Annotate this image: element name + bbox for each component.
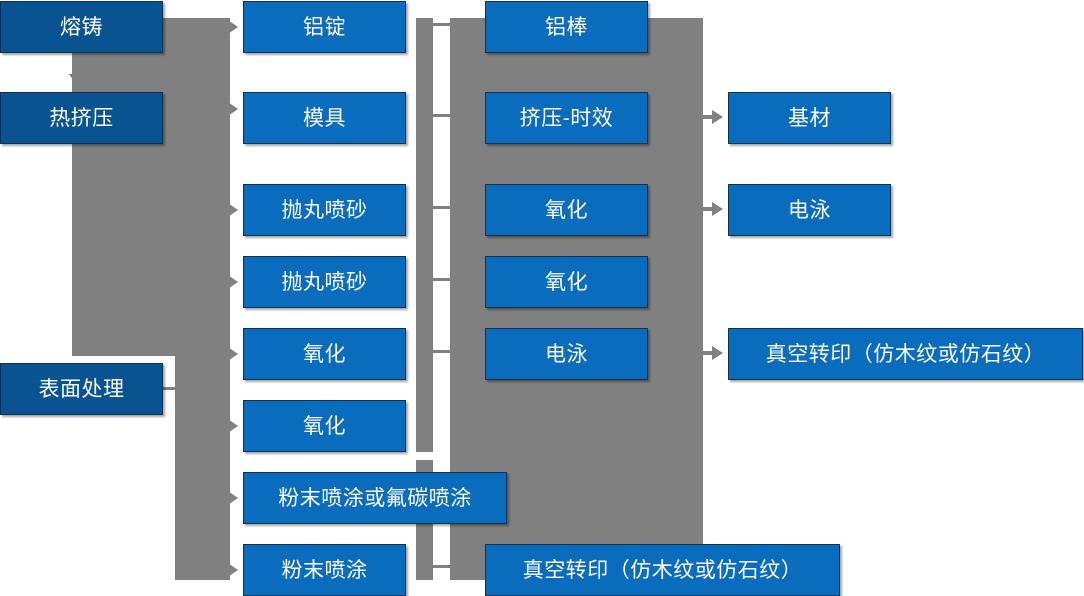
connector-band-mid-narrow (416, 18, 433, 580)
arrow-right-icon-to-base-material (712, 110, 723, 124)
node-aluminum-ingot[interactable]: 铝锭 (243, 1, 406, 53)
connector-band-left-narrow (175, 356, 230, 580)
connector-stem-surface-treatment (163, 387, 187, 390)
node-label: 电泳 (545, 342, 588, 366)
arrow-stem-to-vacuum-transfer-right (703, 351, 715, 355)
node-label: 熔铸 (60, 15, 103, 39)
node-aluminum-bar[interactable]: 铝棒 (485, 1, 648, 53)
node-shot-blasting-2[interactable]: 抛丸喷砂 (243, 256, 406, 308)
node-label: 挤压-时效 (519, 106, 614, 130)
node-extrusion-aging[interactable]: 挤压-时效 (485, 92, 648, 144)
arrow-right-icon-to-powder-or-fluorocarbon (225, 489, 238, 507)
node-label: 氧化 (303, 342, 346, 366)
node-oxidation-1[interactable]: 氧化 (243, 328, 406, 380)
node-electrophoresis-1[interactable]: 电泳 (485, 328, 648, 380)
node-label: 粉末喷涂或氟碳喷涂 (278, 486, 472, 510)
arrow-right-icon-to-aluminum-ingot (225, 18, 238, 36)
node-label: 真空转印（仿木纹或仿石纹） (765, 342, 1046, 366)
node-label: 电泳 (788, 198, 831, 222)
node-vacuum-transfer-bottom[interactable]: 真空转印（仿木纹或仿石纹） (485, 544, 840, 596)
node-vacuum-transfer-right[interactable]: 真空转印（仿木纹或仿石纹） (728, 328, 1083, 380)
arrow-right-icon-to-oxidation-2 (225, 417, 238, 435)
node-oxidation-2[interactable]: 氧化 (243, 400, 406, 452)
connector-tick-6 (433, 565, 453, 568)
node-oxidation-4[interactable]: 氧化 (485, 256, 648, 308)
node-label: 氧化 (545, 198, 588, 222)
node-electrophoresis-2[interactable]: 电泳 (728, 184, 891, 236)
connector-tick-3 (433, 206, 453, 209)
node-base-material[interactable]: 基材 (728, 92, 891, 144)
node-mold[interactable]: 模具 (243, 92, 406, 144)
node-powder-or-fluorocarbon-coating[interactable]: 粉末喷涂或氟碳喷涂 (243, 472, 507, 524)
node-label: 氧化 (303, 414, 346, 438)
node-label: 铝棒 (545, 15, 588, 39)
arrow-stem-to-electrophoresis-2 (703, 207, 715, 211)
node-label: 基材 (788, 106, 831, 130)
node-label: 氧化 (545, 270, 588, 294)
arrow-right-icon-to-oxidation-1 (225, 345, 238, 363)
arrow-right-icon-to-shot-blasting-1 (225, 201, 238, 219)
arrow-right-icon-to-powder-coating (225, 561, 238, 579)
node-melt-cast[interactable]: 熔铸 (0, 1, 163, 53)
node-label: 真空转印（仿木纹或仿石纹） (522, 558, 803, 582)
arrow-right-icon-to-mold (225, 100, 238, 118)
arrow-right-icon-to-electrophoresis-2 (712, 202, 723, 216)
node-label: 模具 (303, 106, 346, 130)
node-label: 热挤压 (49, 106, 114, 130)
connector-tick-1 (433, 23, 453, 26)
arrow-right-icon-to-vacuum-transfer-right (712, 346, 723, 360)
band-gap-mid (416, 452, 433, 460)
arrow-down-icon-melt-to-extrusion (69, 74, 87, 87)
node-powder-coating[interactable]: 粉末喷涂 (243, 544, 406, 596)
node-label: 抛丸喷砂 (281, 198, 368, 222)
node-label: 粉末喷涂 (281, 558, 368, 582)
connector-band-left-wide (72, 18, 230, 356)
node-label: 表面处理 (38, 377, 125, 401)
node-label: 抛丸喷砂 (281, 270, 368, 294)
arrow-right-icon-to-shot-blasting-2 (225, 273, 238, 291)
node-surface-treatment[interactable]: 表面处理 (0, 363, 163, 415)
node-oxidation-3[interactable]: 氧化 (485, 184, 648, 236)
node-label: 铝锭 (303, 15, 346, 39)
connector-tick-4 (433, 278, 453, 281)
arrow-stem-to-base-material (703, 115, 715, 119)
node-shot-blasting-1[interactable]: 抛丸喷砂 (243, 184, 406, 236)
connector-tick-5 (433, 350, 453, 353)
node-hot-extrusion[interactable]: 热挤压 (0, 92, 163, 144)
connector-tick-2 (433, 114, 453, 117)
band-notch-top (0, 52, 72, 87)
